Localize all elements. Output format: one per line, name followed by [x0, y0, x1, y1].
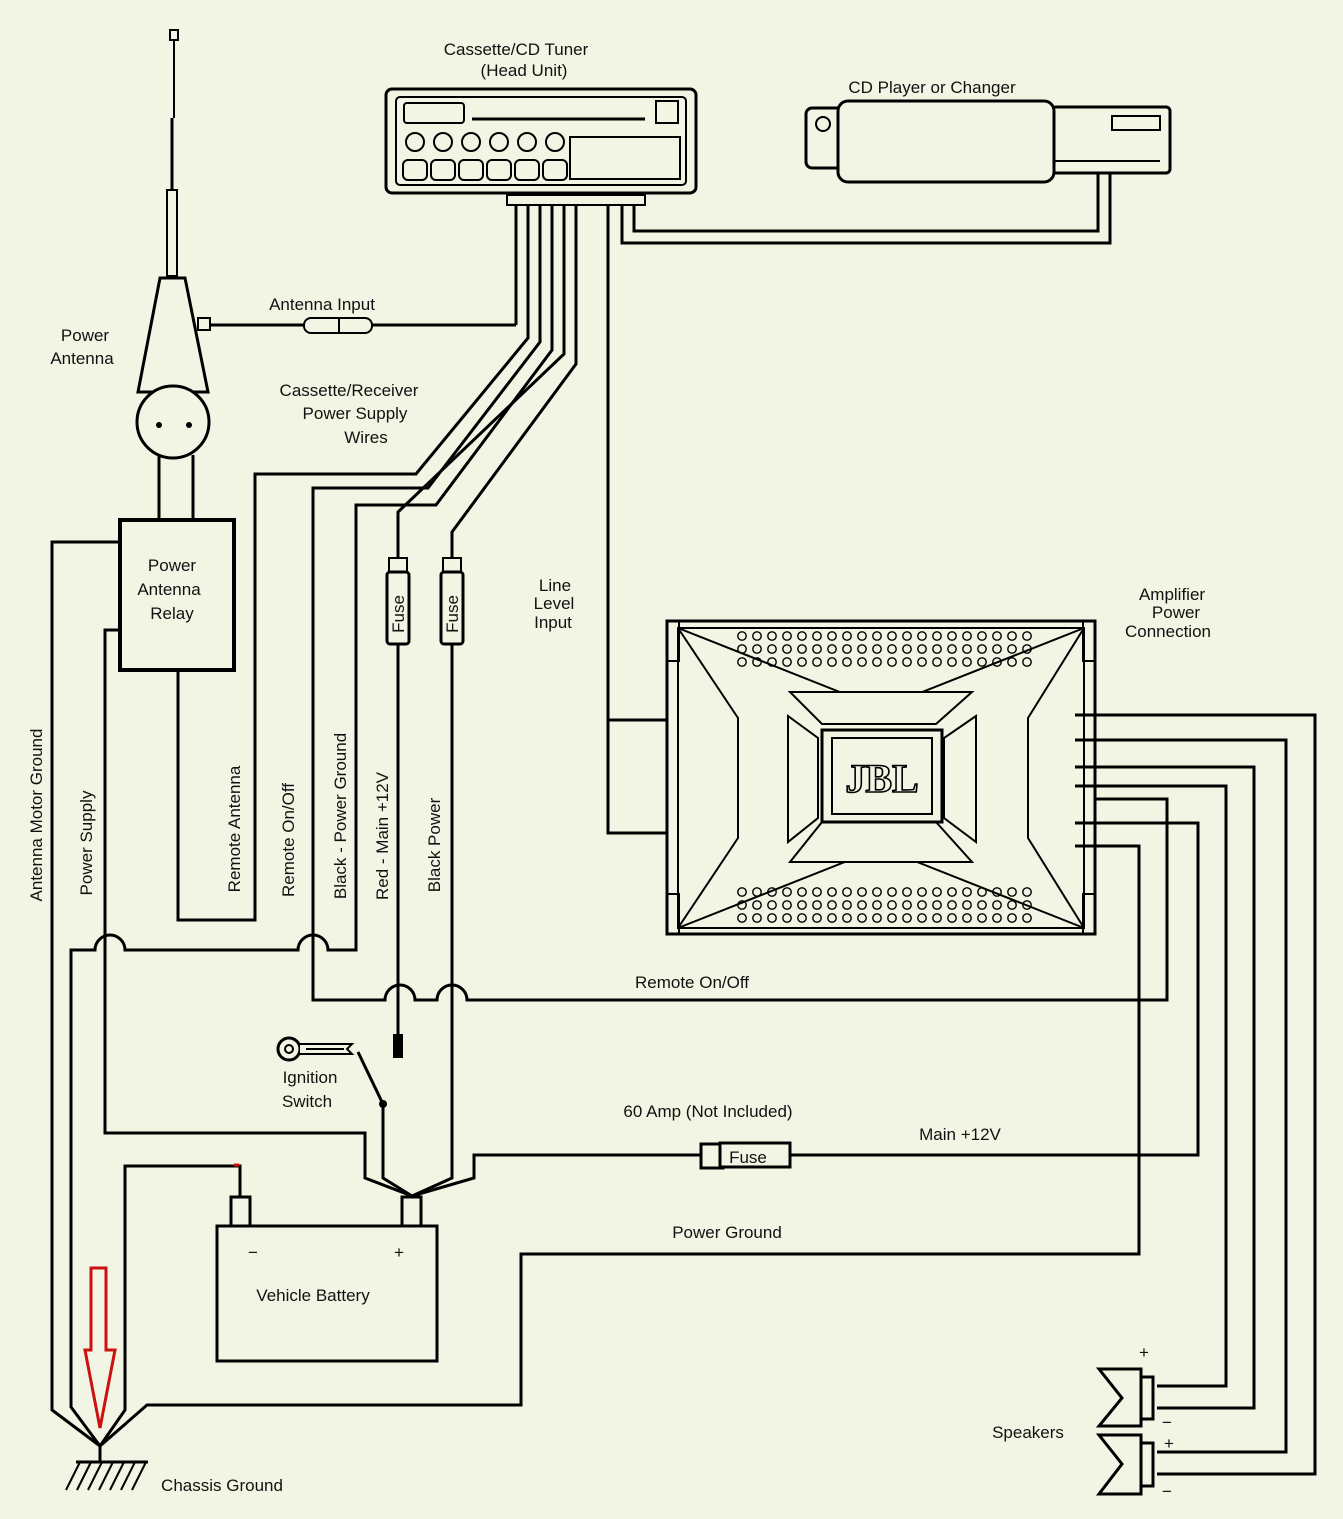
remote-on-off-wire — [311, 205, 1169, 1002]
speaker-1 — [1095, 1367, 1155, 1428]
fuse-black — [439, 557, 465, 646]
ignition-switch — [276, 1036, 413, 1198]
amp-brand-logo: JBL — [845, 756, 918, 801]
speaker-wire-4 — [1075, 784, 1228, 1388]
main-12v-wire — [790, 821, 1200, 1157]
speaker-wire-3 — [1075, 765, 1256, 1410]
red-main-wire — [396, 205, 566, 560]
speaker-wire-1 — [1075, 713, 1317, 1476]
power-antenna — [135, 29, 211, 460]
battery-ground-wire — [98, 1164, 242, 1447]
ignition-label-2: Switch — [282, 1092, 332, 1111]
antenna-motor-ground-label: Antenna Motor Ground — [27, 729, 46, 902]
speaker-wire-2 — [1075, 738, 1288, 1454]
speaker-2-plus: + — [1164, 1434, 1174, 1453]
amp-power-label-1: Amplifier — [1139, 585, 1205, 604]
antenna-motor-ground-wire — [50, 540, 120, 1448]
amp-fuse-label: Fuse — [729, 1148, 767, 1167]
line-level-label-1: Line — [539, 576, 571, 595]
fuse-red-label: Fuse — [389, 595, 408, 633]
cd-changer-label: CD Player or Changer — [848, 78, 1016, 97]
remote-antenna-label: Remote Antenna — [225, 765, 244, 892]
head-unit-label: Cassette/CD Tuner — [444, 40, 589, 59]
speaker-1-plus: + — [1139, 1343, 1149, 1362]
power-ground-label: Power Ground — [672, 1223, 782, 1242]
amp-power-label-2: Power — [1152, 603, 1201, 622]
battery-negative-sign: − — [248, 1243, 258, 1262]
battery-positive-sign: + — [394, 1243, 404, 1262]
relay-label-1: Power — [148, 556, 197, 575]
remote-antenna-wire — [176, 205, 530, 922]
changer-cable — [620, 174, 1112, 245]
ignition-label-1: Ignition — [283, 1068, 338, 1087]
battery-label: Vehicle Battery — [256, 1286, 370, 1305]
amp-fuse-rating-label: 60 Amp (Not Included) — [623, 1102, 792, 1121]
chassis-ground-label: Chassis Ground — [161, 1476, 283, 1495]
battery-positive-terminal — [400, 1195, 423, 1228]
black-power-wire — [450, 205, 578, 560]
fuse-black-label: Fuse — [443, 595, 462, 633]
line-level-label-2: Level — [534, 594, 575, 613]
cd-changer — [804, 99, 1172, 184]
supply-wires-label-3: Wires — [344, 428, 387, 447]
remote-on-off-label: Remote On/Off — [635, 973, 749, 992]
antenna-input-label: Antenna Input — [269, 295, 375, 314]
speakers-label: Speakers — [992, 1423, 1064, 1442]
relay-label-2: Antenna — [137, 580, 201, 599]
speaker-2 — [1095, 1433, 1155, 1496]
vehicle-battery — [215, 1224, 439, 1363]
red-main-label: Red - Main +12V — [373, 771, 392, 900]
ignition-contact — [393, 1034, 403, 1058]
head-unit — [384, 87, 698, 206]
power-antenna-label: Power — [61, 326, 110, 345]
black-power-ground-label: Black - Power Ground — [331, 733, 350, 899]
amp-power-label-3: Connection — [1125, 622, 1211, 641]
power-supply-label: Power Supply — [77, 790, 96, 895]
line-level-wire-2 — [606, 720, 688, 835]
relay-power-supply-wire — [103, 628, 413, 1198]
main-12v-label: Main +12V — [919, 1125, 1001, 1144]
power-ground-wire — [99, 844, 1141, 1448]
remote-on-off-vertical-label: Remote On/Off — [279, 783, 298, 897]
amp-vents-top — [737, 631, 1032, 667]
amp-vents-bottom — [737, 887, 1032, 923]
battery-negative-terminal — [229, 1195, 252, 1228]
chassis-ground-symbol — [65, 1446, 148, 1491]
speaker-2-minus: − — [1162, 1482, 1172, 1501]
black-power-label: Black Power — [425, 797, 444, 892]
head-unit-sublabel: (Head Unit) — [481, 61, 568, 80]
relay-label-3: Relay — [150, 604, 194, 623]
supply-wires-label-1: Cassette/Receiver — [280, 381, 419, 400]
amp-fuse — [718, 1141, 792, 1169]
supply-wires-label-2: Power Supply — [303, 404, 408, 423]
line-level-label-3: Input — [534, 613, 572, 632]
power-antenna-label-2: Antenna — [50, 349, 114, 368]
speaker-1-minus: − — [1162, 1413, 1172, 1432]
black-power-ground-wire — [69, 205, 554, 1447]
ground-arrow — [83, 1266, 117, 1429]
amplifier — [665, 619, 1097, 936]
